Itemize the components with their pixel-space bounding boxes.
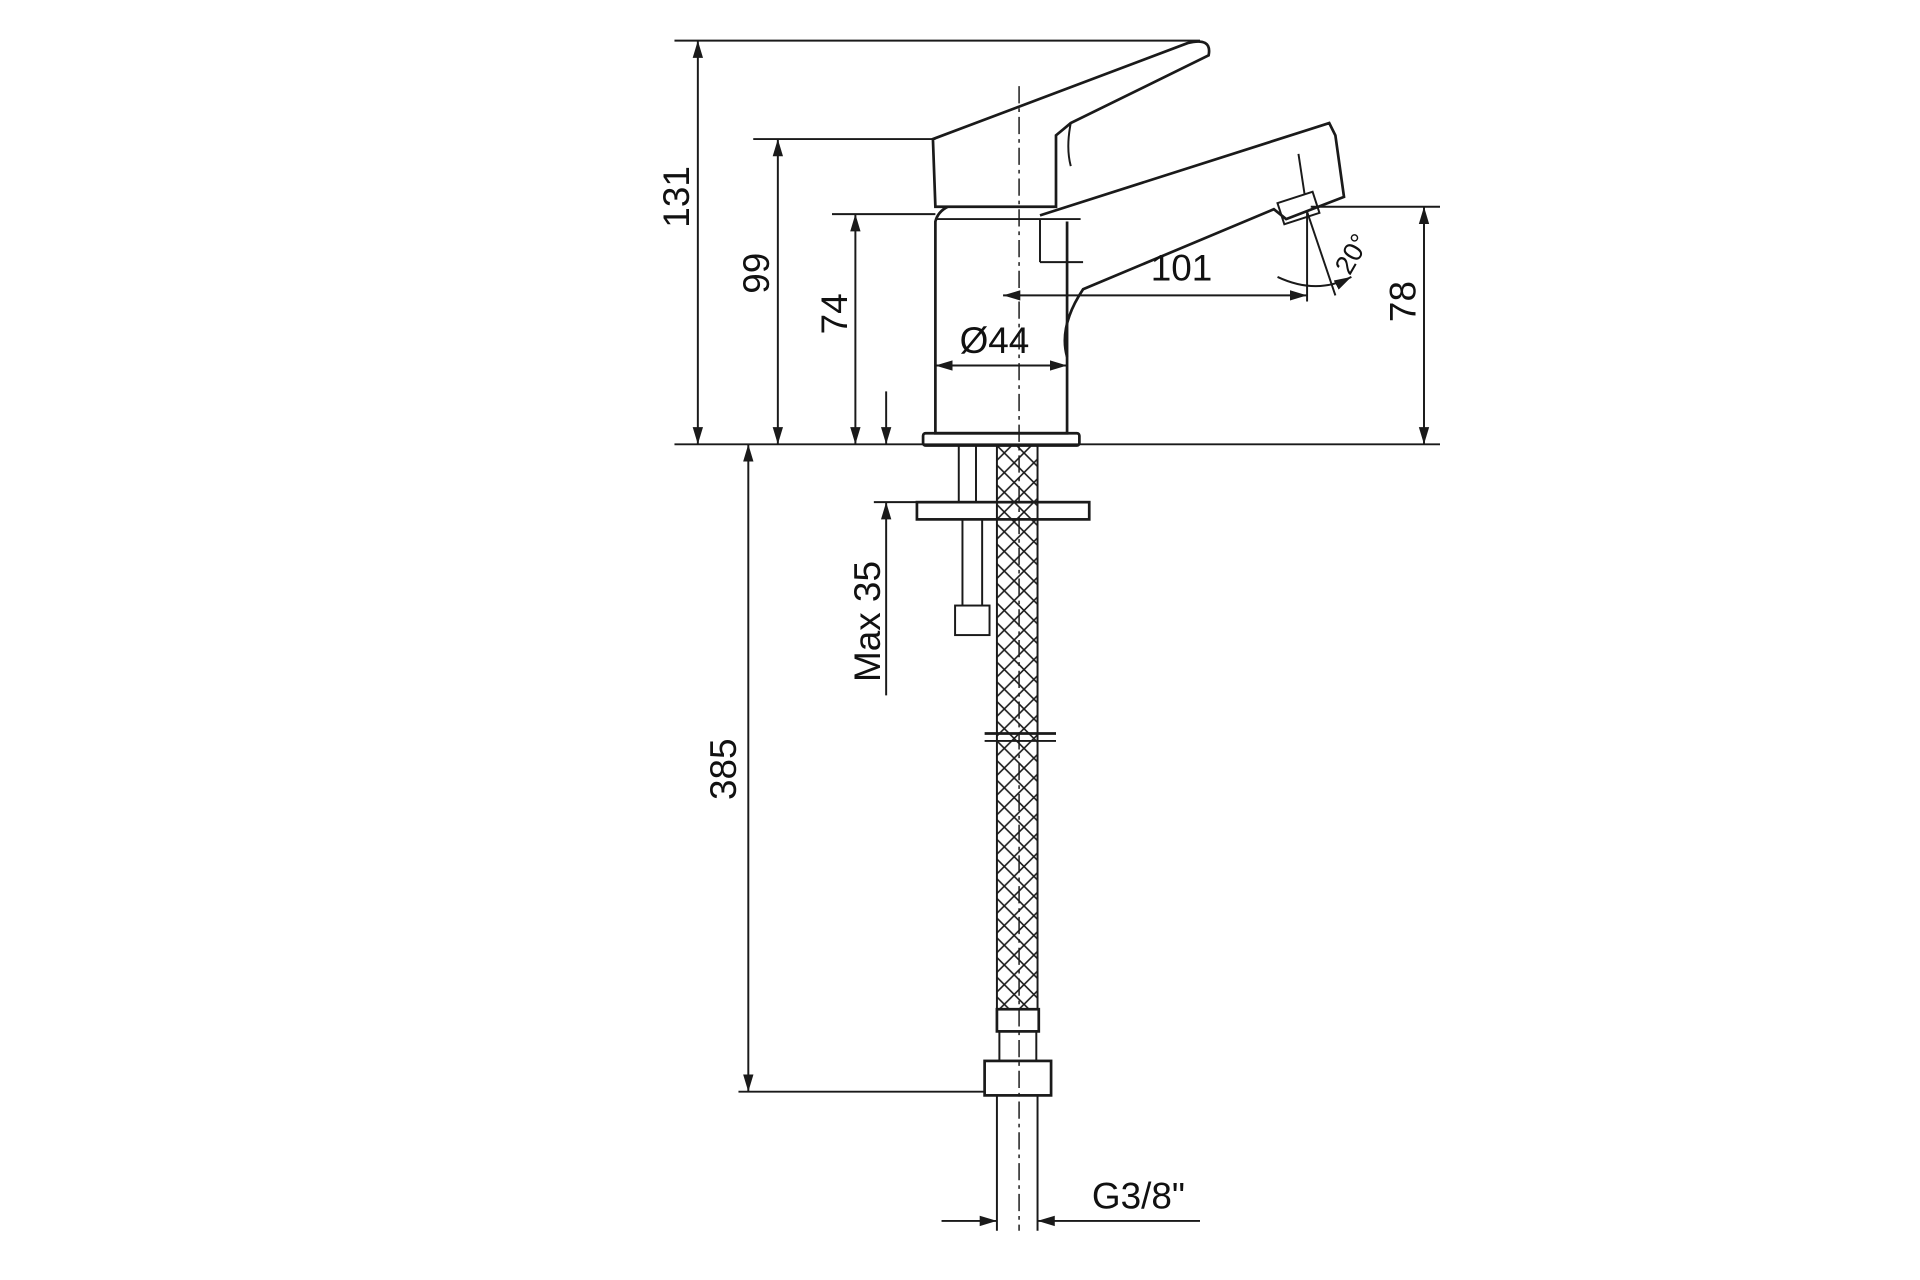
- label-20deg: 20°: [1328, 228, 1375, 279]
- label-max35: Max 35: [847, 561, 888, 682]
- label-78: 78: [1382, 281, 1423, 322]
- hose-nut: [983, 1059, 1053, 1097]
- label-74: 74: [814, 293, 855, 334]
- braided-hose: [995, 444, 1039, 1011]
- spout: [1039, 121, 1346, 358]
- label-thread: G3/8": [1092, 1176, 1185, 1217]
- faucet-outline: [915, 40, 1346, 1231]
- stud-nut: [954, 604, 991, 637]
- lever-handle: [931, 40, 1211, 209]
- label-131: 131: [656, 166, 697, 228]
- aerator: [1276, 190, 1321, 226]
- dimension-labels: 131 99 74 78 385 Max 35 101 Ø44 20° G3/8…: [656, 166, 1423, 1216]
- dim-20deg-arc: [1277, 276, 1352, 290]
- label-99: 99: [736, 253, 777, 294]
- body-cylinder: [934, 205, 1069, 435]
- label-diameter: Ø44: [960, 320, 1030, 361]
- dimension-lines: [674, 39, 1440, 1227]
- label-385: 385: [703, 738, 744, 800]
- label-101: 101: [1151, 248, 1213, 289]
